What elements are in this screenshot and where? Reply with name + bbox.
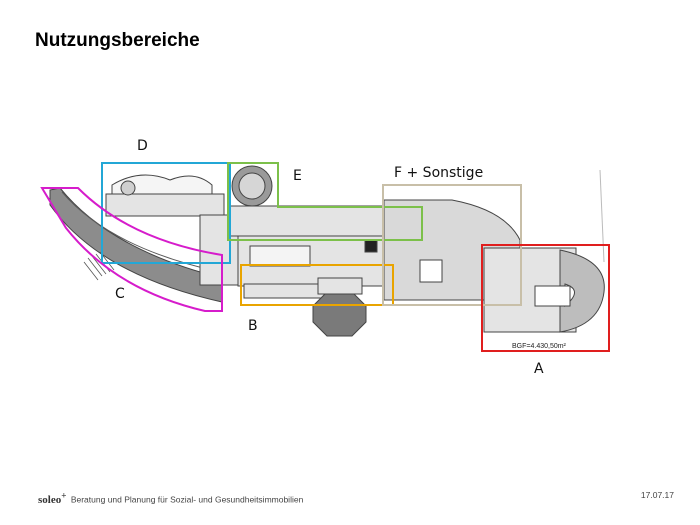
- zone-b-outline: [240, 264, 394, 306]
- zone-c-outline: [40, 187, 223, 312]
- zone-d-outline: [101, 162, 231, 264]
- zone-e-outline: [227, 162, 423, 241]
- bgf-label: BGF=4.430,50m²: [512, 343, 567, 350]
- page-title: Nutzungsbereiche: [35, 30, 200, 51]
- zone-label-c: C: [115, 286, 125, 302]
- zone-label-f: F + Sonstige: [394, 165, 484, 181]
- footer-brand: soleo+: [38, 490, 67, 506]
- zone-label-b: B: [248, 318, 258, 334]
- zone-label-a: A: [534, 361, 544, 377]
- footer: soleo+ Beratung und Planung für Sozial- …: [38, 490, 303, 506]
- zone-label-e: E: [293, 168, 302, 184]
- footer-date: 17.07.17: [640, 490, 674, 500]
- zone-a-outline: [481, 244, 610, 352]
- zone-label-d: D: [137, 138, 148, 154]
- footer-text: Beratung und Planung für Sozial- und Ges…: [70, 494, 304, 505]
- building-outline: [49, 165, 605, 337]
